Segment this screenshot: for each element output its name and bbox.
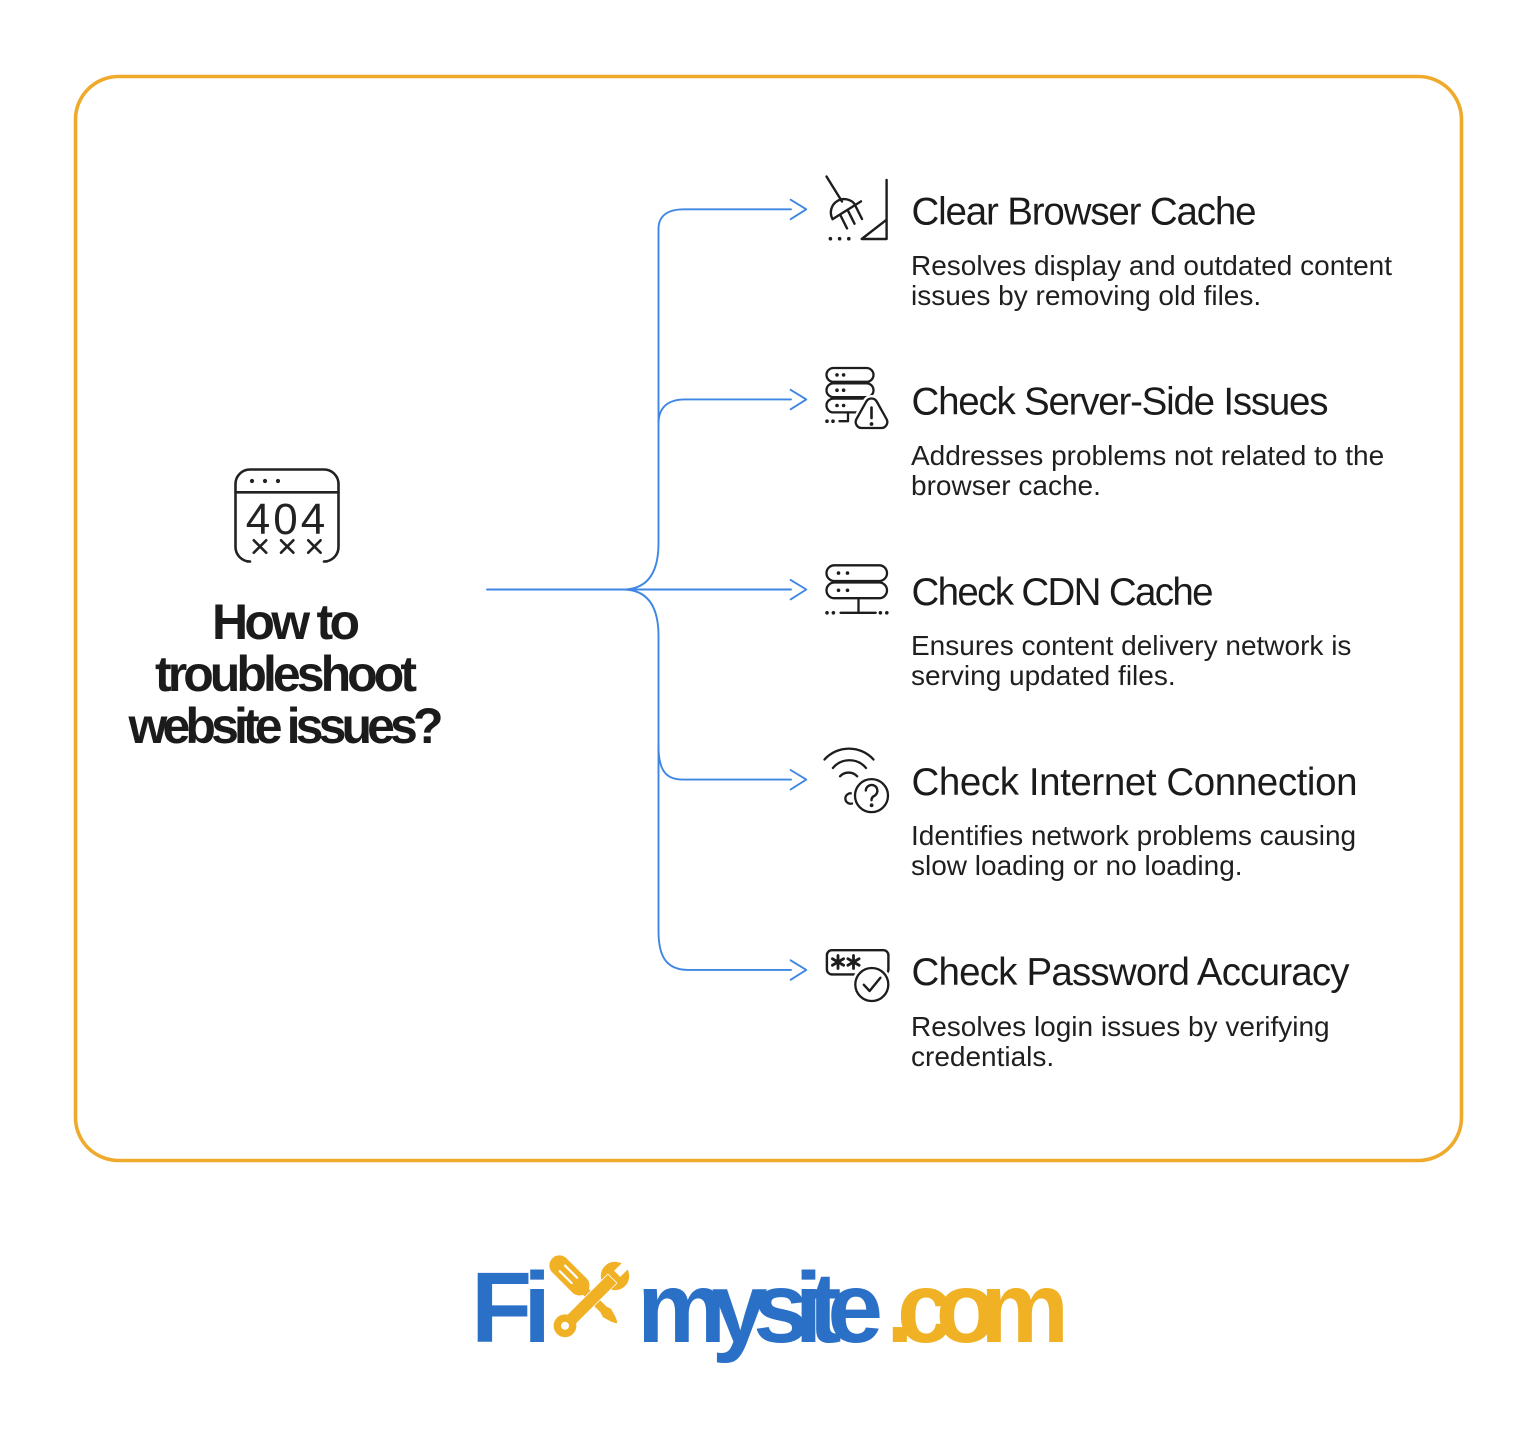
svg-text:website issues?: website issues?: [128, 698, 444, 754]
svg-text:How to: How to: [212, 594, 360, 650]
svg-text:Clear Browser Cache: Clear Browser Cache: [912, 191, 1257, 234]
svg-text:Check Password Accuracy: Check Password Accuracy: [912, 951, 1351, 994]
svg-text:404: 404: [246, 495, 328, 544]
svg-text:mysite: mysite: [637, 1252, 883, 1364]
svg-text:.com: .com: [886, 1252, 1069, 1364]
svg-text:troubleshoot: troubleshoot: [155, 646, 417, 702]
svg-text:Check Server-Side Issues: Check Server-Side Issues: [912, 381, 1329, 424]
svg-text:Check CDN Cache: Check CDN Cache: [912, 571, 1214, 614]
svg-text:Fi: Fi: [471, 1252, 551, 1364]
svg-text:Check Internet Connection: Check Internet Connection: [912, 761, 1358, 804]
